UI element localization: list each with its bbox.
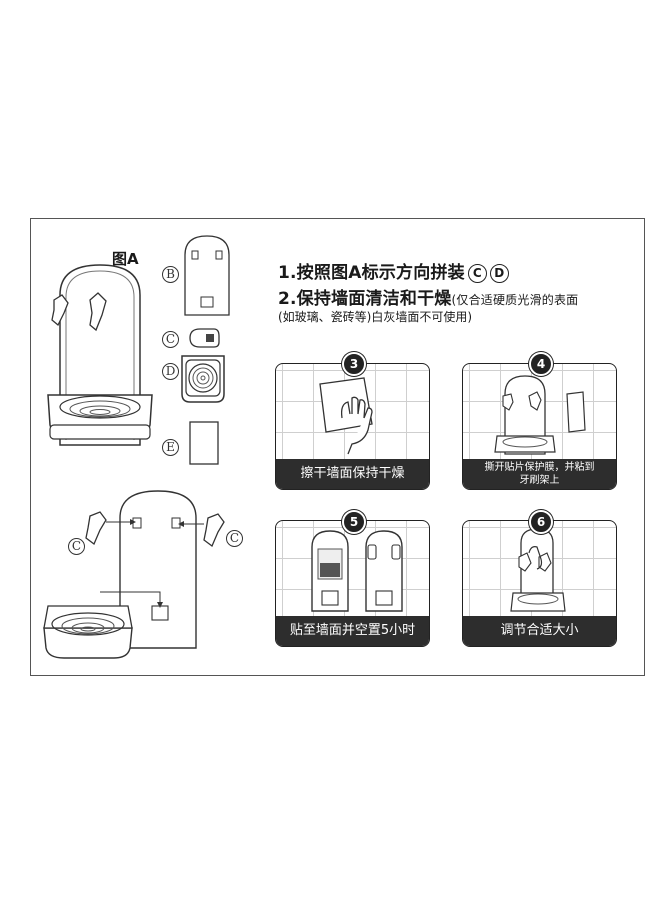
step-3-caption: 擦干墙面保持干燥 [276, 459, 429, 489]
exploded-part-c-right-label: C [226, 530, 243, 547]
exploded-part-c-left-label: C [68, 538, 85, 555]
step-4-panel: 撕开贴片保护膜，并粘到 牙刷架上 [462, 363, 617, 490]
part-e-label: E [162, 439, 179, 456]
step-5-caption: 贴至墙面并空置5小时 [276, 616, 429, 646]
circle-letter-c: C [467, 264, 487, 283]
step-5-panel: 贴至墙面并空置5小时 [275, 520, 430, 647]
mount-to-wall-illustration [311, 530, 403, 612]
step-6-caption: 调节合适大小 [463, 616, 616, 646]
step-4-caption-line-2: 牙刷架上 [519, 475, 560, 486]
step-6-panel: 调节合适大小 [462, 520, 617, 647]
step-5-number: 5 [342, 510, 366, 534]
step-3-panel: 擦干墙面保持干燥 [275, 363, 430, 490]
instruction-line-2: 2.保持墙面清洁和干燥(仅合适硬质光滑的表面 [278, 284, 578, 309]
circle-letter-d: D [489, 264, 509, 283]
instruction-line-2-note: (仅合适硬质光滑的表面 [451, 293, 579, 307]
step-3-number: 3 [342, 352, 366, 376]
part-d-label: D [162, 363, 179, 380]
part-b-label: B [162, 266, 179, 283]
part-b-drawing [184, 235, 230, 316]
step-4-caption: 撕开贴片保护膜，并粘到 牙刷架上 [463, 459, 616, 489]
exploded-assembly-drawing [43, 490, 225, 659]
part-c-label: C [162, 331, 179, 348]
instruction-line-1-text: 1.按照图A标示方向拼装 [278, 263, 465, 283]
adjust-size-illustration [510, 528, 566, 612]
step-6-number: 6 [529, 510, 553, 534]
step-4-caption-line-1: 撕开贴片保护膜，并粘到 [484, 462, 595, 473]
instruction-sheet-frame [30, 218, 645, 676]
instruction-line-2-text: 2.保持墙面清洁和干燥 [278, 289, 452, 309]
part-c-drawing [189, 328, 220, 348]
holder-with-sticker-illustration [494, 375, 586, 455]
instruction-line-3-note: (如玻璃、瓷砖等)白灰墙面不可使用) [278, 310, 473, 324]
part-d-drawing [181, 355, 225, 403]
figure-a-title: 图A [112, 250, 139, 268]
wipe-wall-hand-illustration [319, 377, 373, 455]
part-e-drawing [189, 421, 219, 465]
step-4-number: 4 [529, 352, 553, 376]
assembled-holder-drawing [47, 264, 153, 446]
